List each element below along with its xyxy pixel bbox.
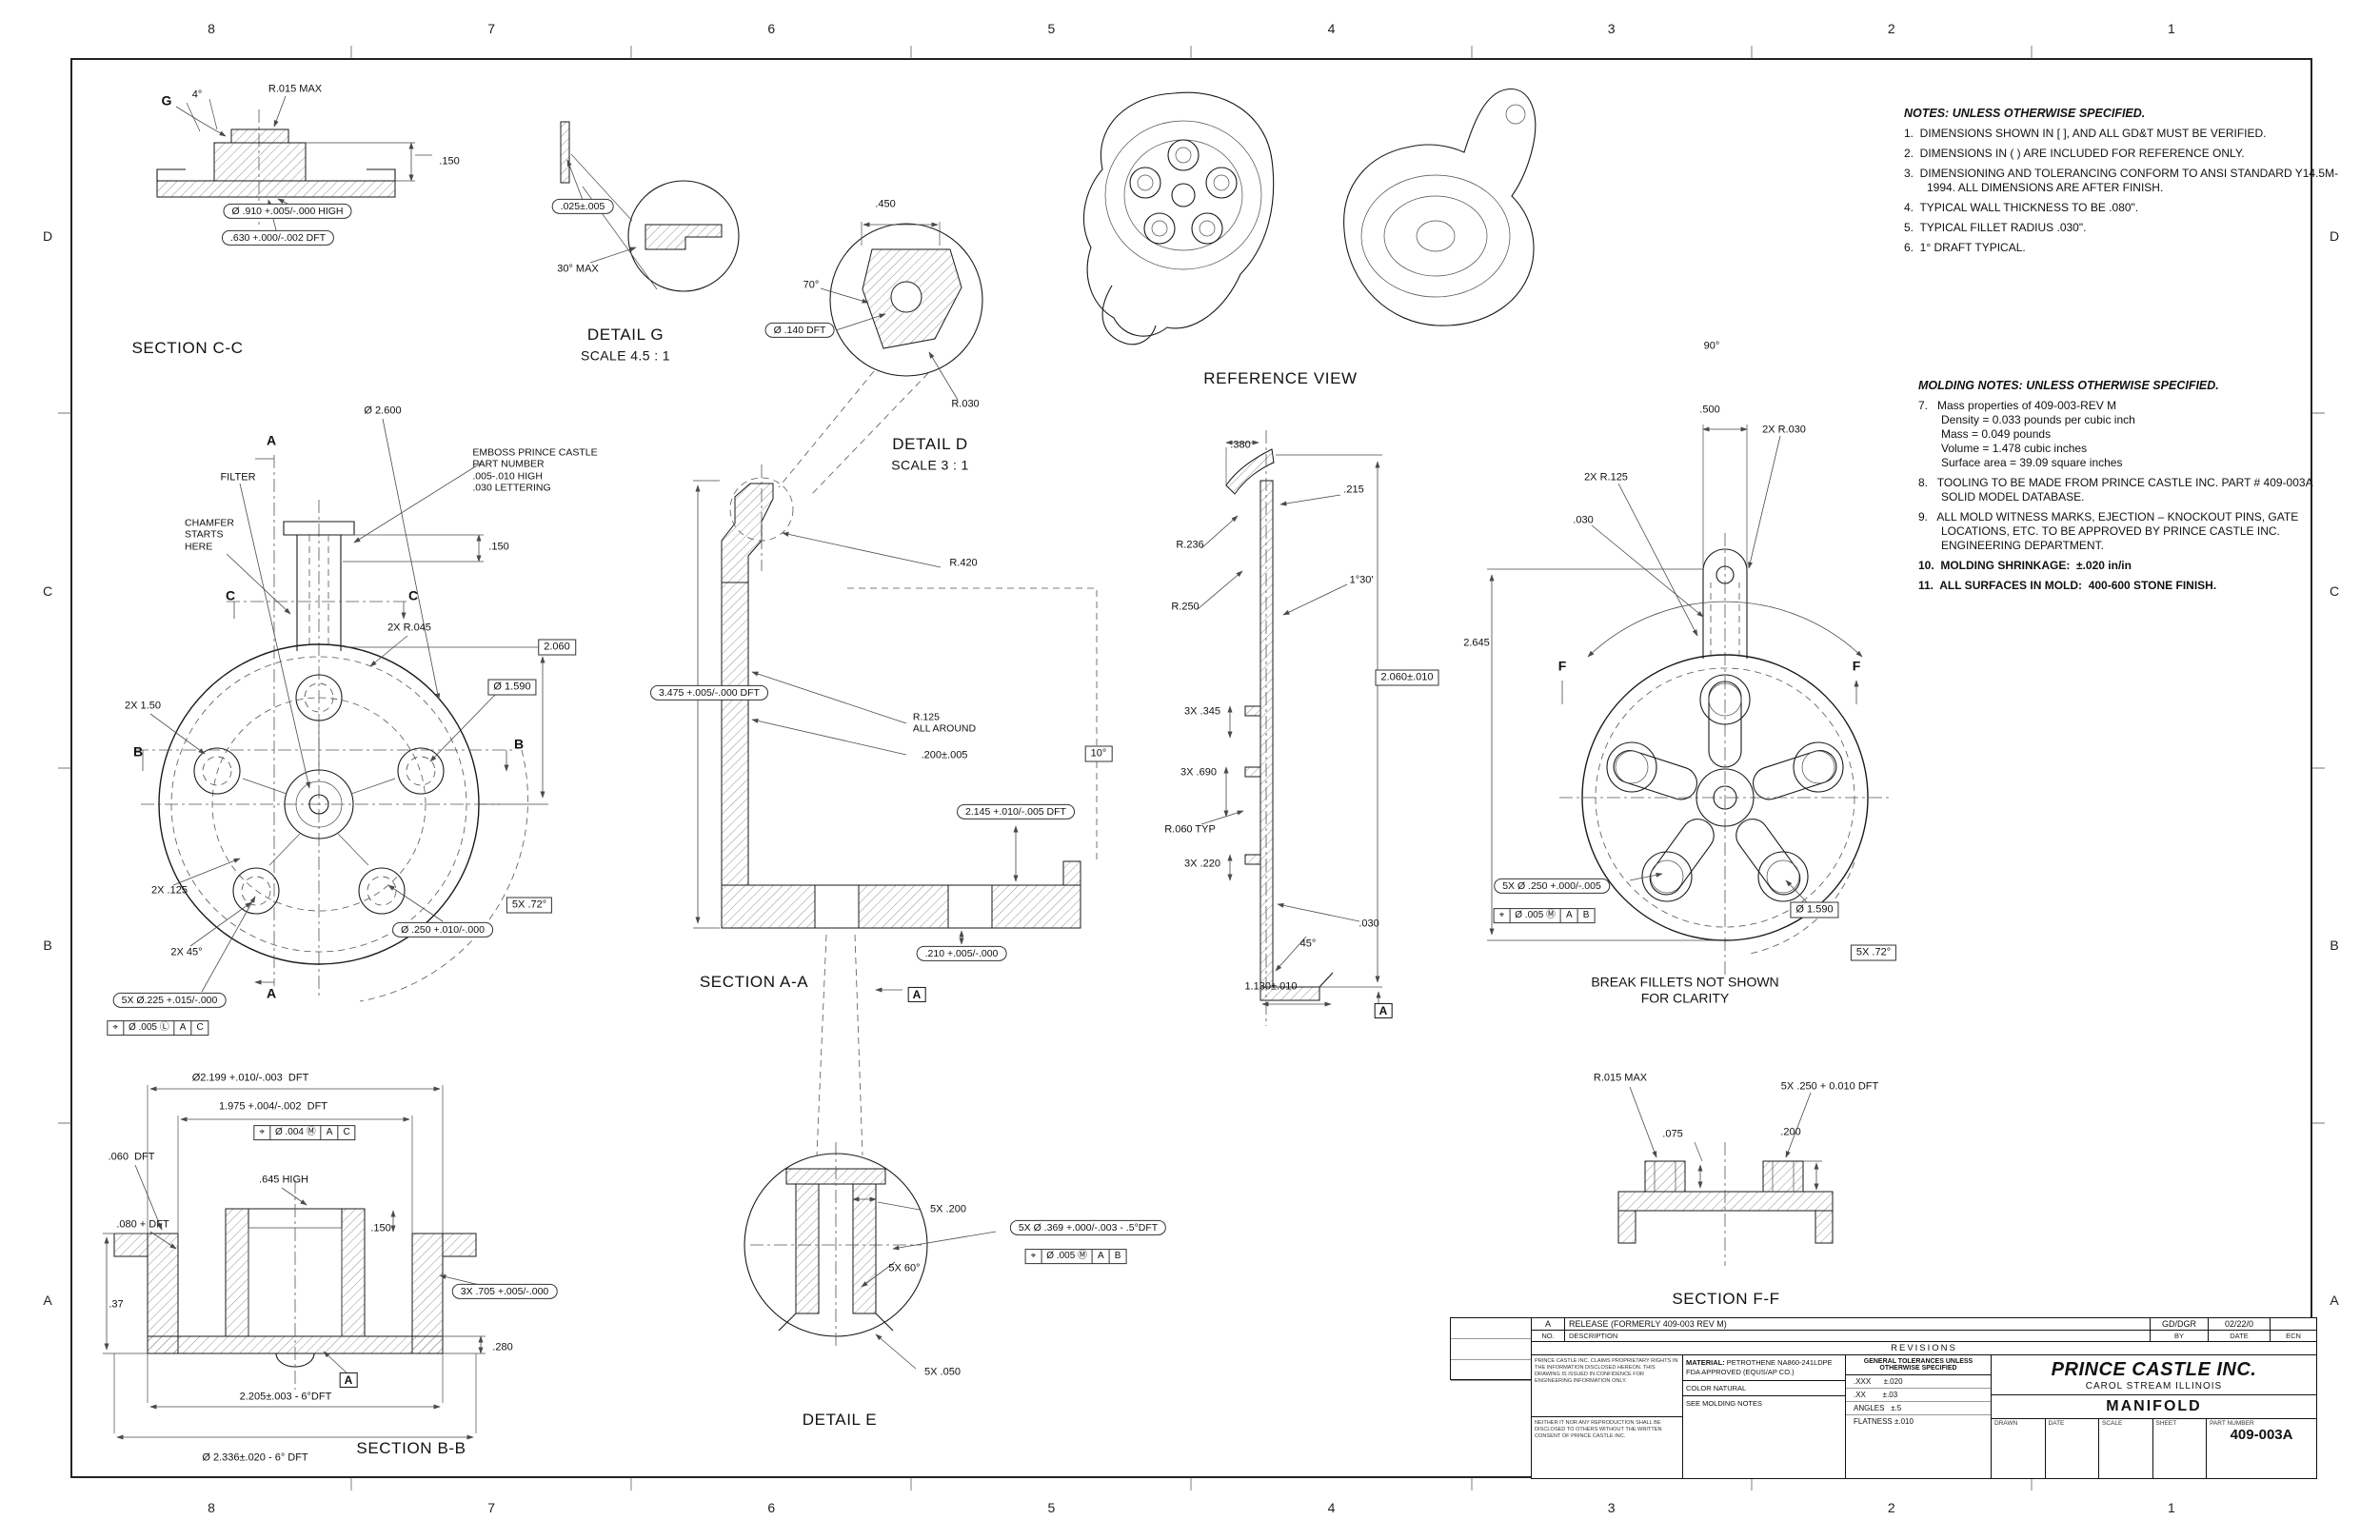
material-value: PETROTHENE NA860-241LDPE FDA APPROVED (E… bbox=[1686, 1358, 1833, 1376]
drawn-label: DRAWN bbox=[1994, 1420, 2018, 1427]
revision-ecn bbox=[2270, 1318, 2316, 1330]
view-section-mid bbox=[1197, 430, 1382, 1026]
revisions-title: REVISIONS bbox=[1891, 1343, 1957, 1353]
title-block-fields: DRAWN DATE SCALE SHEET PART NUMBER 409-0… bbox=[1992, 1418, 2316, 1478]
title-block: A RELEASE (FORMERLY 409-003 REV M) GD/DG… bbox=[1531, 1317, 2317, 1479]
side-box-row bbox=[1451, 1318, 1532, 1340]
tolerance-row: ANGLES ±.5 bbox=[1846, 1402, 1991, 1415]
sheet-label: SHEET bbox=[2155, 1420, 2177, 1427]
molding-notes-title: MOLDING NOTES: UNLESS OTHERWISE SPECIFIE… bbox=[1918, 379, 2219, 392]
note-item: 8. TOOLING TO BE MADE FROM PRINCE CASTLE… bbox=[1918, 475, 2316, 503]
sheet-border bbox=[58, 46, 2325, 1491]
material-cell: MATERIAL: PETROTHENE NA860-241LDPE FDA A… bbox=[1683, 1355, 1845, 1381]
note-item: 1. DIMENSIONS SHOWN IN [ ], AND ALL GD&T… bbox=[1904, 126, 2267, 140]
view-plan-right bbox=[1487, 424, 1893, 977]
legal-notice-1: PRINCE CASTLE INC. CLAIMS PROPRIETARY RI… bbox=[1532, 1355, 1682, 1417]
tolerance-row: FLATNESS ±.010 bbox=[1854, 1417, 1914, 1426]
molding-ref-cell: SEE MOLDING NOTES bbox=[1686, 1399, 1763, 1409]
material-label: MATERIAL: bbox=[1686, 1358, 1725, 1367]
view-section-aa bbox=[693, 464, 1098, 993]
revision-no: A bbox=[1544, 1319, 1551, 1329]
view-section-ff bbox=[1617, 1086, 1834, 1266]
scale-field: SCALE bbox=[2098, 1419, 2152, 1478]
revisions-strip: A RELEASE (FORMERLY 409-003 REV M) GD/DG… bbox=[1532, 1318, 2316, 1355]
revision-header-by: BY bbox=[2150, 1331, 2208, 1341]
tolerance-row: .XX ±.03 bbox=[1846, 1389, 1991, 1402]
note-item: 5. TYPICAL FILLET RADIUS .030". bbox=[1904, 220, 2087, 234]
revision-header-no: NO. bbox=[1541, 1332, 1555, 1340]
view-reference bbox=[1082, 89, 1537, 346]
material-block: MATERIAL: PETROTHENE NA860-241LDPE FDA A… bbox=[1683, 1355, 1846, 1478]
note-item: 10. MOLDING SHRINKAGE: ±.020 in/in bbox=[1918, 558, 2132, 572]
revision-date: 02/22/0 bbox=[2208, 1318, 2270, 1330]
drawn-field: DRAWN bbox=[1992, 1419, 2045, 1478]
part-number-label: PART NUMBER bbox=[2210, 1420, 2254, 1427]
notes-block: NOTES: UNLESS OTHERWISE SPECIFIED. 1. DI… bbox=[1904, 107, 2344, 261]
date-label: DATE bbox=[2048, 1420, 2065, 1427]
view-section-cc bbox=[156, 95, 432, 231]
note-item: 2. DIMENSIONS IN ( ) ARE INCLUDED FOR RE… bbox=[1904, 146, 2245, 160]
note-item: 11. ALL SURFACES IN MOLD: 400-600 STONE … bbox=[1918, 578, 2217, 592]
company-city: CAROL STREAM ILLINOIS bbox=[2085, 1381, 2223, 1392]
view-section-bb bbox=[103, 1085, 488, 1440]
notes-title: NOTES: UNLESS OTHERWISE SPECIFIED. bbox=[1904, 107, 2146, 120]
side-box-row bbox=[1451, 1339, 1532, 1361]
revision-header-description: DESCRIPTION bbox=[1564, 1331, 2150, 1341]
sheet-field: SHEET bbox=[2152, 1419, 2207, 1478]
view-detail-g bbox=[560, 121, 740, 292]
side-box-row bbox=[1451, 1360, 1532, 1382]
legal-notice-2: NEITHER IT NOR ANY REPRODUCTION SHALL BE… bbox=[1535, 1420, 1662, 1439]
title-block-body: PRINCE CASTLE INC. CLAIMS PROPRIETARY RI… bbox=[1532, 1355, 2316, 1478]
view-detail-e bbox=[744, 934, 997, 1370]
company-block: PRINCE CASTLE INC. CAROL STREAM ILLINOIS… bbox=[1992, 1355, 2316, 1478]
revision-row: A RELEASE (FORMERLY 409-003 REV M) GD/DG… bbox=[1532, 1318, 2316, 1331]
part-number: 409-003A bbox=[2230, 1427, 2293, 1443]
part-number-field: PART NUMBER 409-003A bbox=[2206, 1419, 2316, 1478]
revision-description: RELEASE (FORMERLY 409-003 REV M) bbox=[1564, 1318, 2150, 1330]
company-name: PRINCE CASTLE INC. bbox=[2051, 1359, 2257, 1380]
view-plan-left bbox=[135, 418, 548, 1002]
revision-header-ecn: ECN bbox=[2270, 1331, 2316, 1341]
revision-headers: NO. DESCRIPTION BY DATE ECN bbox=[1532, 1331, 2316, 1342]
revision-by: GD/DGR bbox=[2150, 1318, 2208, 1330]
note-item: 6. 1° DRAFT TYPICAL. bbox=[1904, 240, 2026, 254]
tolerance-title: GENERAL TOLERANCES UNLESS OTHERWISE SPEC… bbox=[1846, 1355, 1991, 1375]
color-cell: COLOR NATURAL bbox=[1683, 1381, 1845, 1397]
tolerance-row: .XXX ±.020 bbox=[1846, 1375, 1991, 1389]
date-field: DATE bbox=[2044, 1419, 2099, 1478]
note-item: 7. Mass properties of 409-003-REV M Dens… bbox=[1918, 398, 2135, 469]
scale-label: SCALE bbox=[2102, 1420, 2123, 1427]
tolerance-block: GENERAL TOLERANCES UNLESS OTHERWISE SPEC… bbox=[1846, 1355, 1992, 1478]
note-item: 4. TYPICAL WALL THICKNESS TO BE .080". bbox=[1904, 200, 2139, 214]
note-item: 3. DIMENSIONING AND TOLERANCING CONFORM … bbox=[1904, 166, 2339, 194]
view-detail-d bbox=[778, 222, 983, 496]
revision-side-box bbox=[1450, 1317, 1533, 1382]
part-name: MANIFOLD bbox=[1992, 1394, 2316, 1418]
revision-header-date: DATE bbox=[2208, 1331, 2270, 1341]
legal-notices: PRINCE CASTLE INC. CLAIMS PROPRIETARY RI… bbox=[1532, 1355, 1683, 1478]
molding-notes-block: MOLDING NOTES: UNLESS OTHERWISE SPECIFIE… bbox=[1918, 379, 2342, 599]
note-item: 9. ALL MOLD WITNESS MARKS, EJECTION – KN… bbox=[1918, 509, 2302, 552]
